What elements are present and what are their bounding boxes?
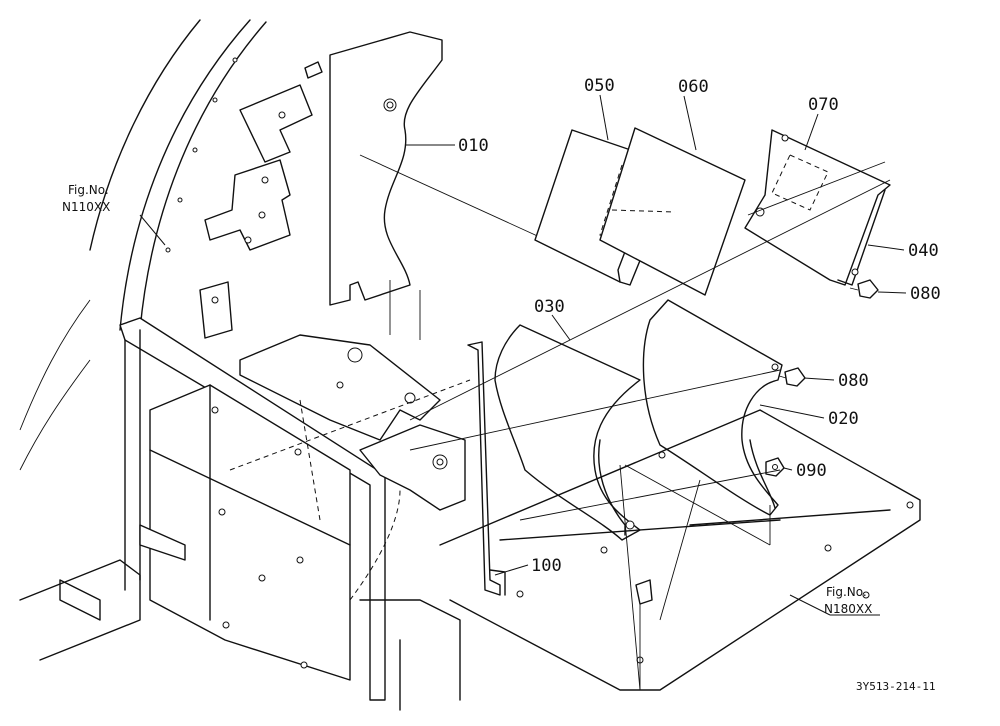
part-label-090: 090 [796,461,827,481]
fig-ref-n180xx-line1: Fig.No. [826,585,867,599]
part-label-010: 010 [458,136,489,156]
base-frame [19,559,461,711]
bolt-080-upper [849,279,879,299]
part-label-080-lower: 080 [838,371,869,391]
part-label-030: 030 [534,297,565,317]
part-label-070: 070 [808,95,839,115]
cab-frame-arc [19,19,267,471]
fig-ref-n110xx-line1: Fig.No. [68,183,109,197]
part-label-100: 100 [531,556,562,576]
part-010-plate [329,31,591,306]
console-upper-bracket [199,281,466,511]
leader-lines [139,94,907,616]
part-label-060: 060 [678,77,709,97]
part-label-080-upper: 080 [910,284,941,304]
part-030-panel [494,324,641,541]
part-label-020: 020 [828,409,859,429]
hinge-brackets [204,61,323,251]
console-frame [119,317,386,701]
floor-plate [439,409,921,691]
part-020-panel [642,299,783,516]
fig-ref-n110xx-line2: N110XX [62,200,110,214]
part-label-040: 040 [908,241,939,261]
drawing-code: 3Y513-214-11 [856,680,935,693]
nut-090 [765,457,785,477]
fig-ref-n180xx-line2: N180XX [824,602,872,616]
assembly-lines [229,179,891,691]
part-060-pad [599,127,746,296]
bolt-080-lower [775,367,806,387]
part-label-050: 050 [584,76,615,96]
part-040-cover [744,129,891,286]
